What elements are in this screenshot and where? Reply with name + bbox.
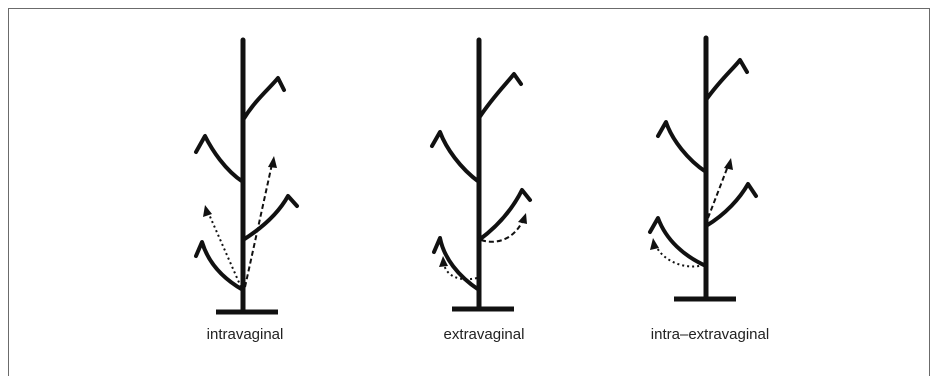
lower-right-branch <box>477 188 532 242</box>
upper-right-branch <box>477 72 523 120</box>
upper-right-branch <box>704 58 749 102</box>
dashed-shoot-arrow <box>707 165 729 219</box>
middle-left-branch <box>194 134 245 184</box>
lower-left-branch <box>432 236 481 292</box>
dashed-shoot-arrow <box>244 163 273 288</box>
panel-intra-extravaginal <box>648 35 758 302</box>
arrowhead <box>203 205 212 217</box>
arrowhead <box>518 213 527 224</box>
middle-left-branch <box>430 130 481 184</box>
dotted-loop-arrow <box>655 245 705 268</box>
lower-right-branch <box>241 194 299 242</box>
upper-right-branch <box>241 76 286 122</box>
arrowhead <box>724 158 733 170</box>
lower-left-branch <box>648 216 708 268</box>
lower-right-branch <box>704 182 758 228</box>
arrowhead <box>650 238 659 250</box>
panel-extravaginal <box>430 37 532 312</box>
label-intravaginal: intravaginal <box>206 326 284 343</box>
label-intra-extravaginal: intra–extravaginal <box>650 326 770 343</box>
dashed-loop-arrow <box>480 219 524 243</box>
arrowhead <box>268 156 277 168</box>
label-extravaginal: extravaginal <box>443 326 525 343</box>
arrowhead <box>439 256 448 267</box>
panel-intravaginal <box>194 37 299 315</box>
middle-left-branch <box>656 120 708 174</box>
figure-frame <box>8 8 930 376</box>
lower-left-branch <box>194 240 245 292</box>
dotted-shoot-arrow <box>207 211 242 288</box>
